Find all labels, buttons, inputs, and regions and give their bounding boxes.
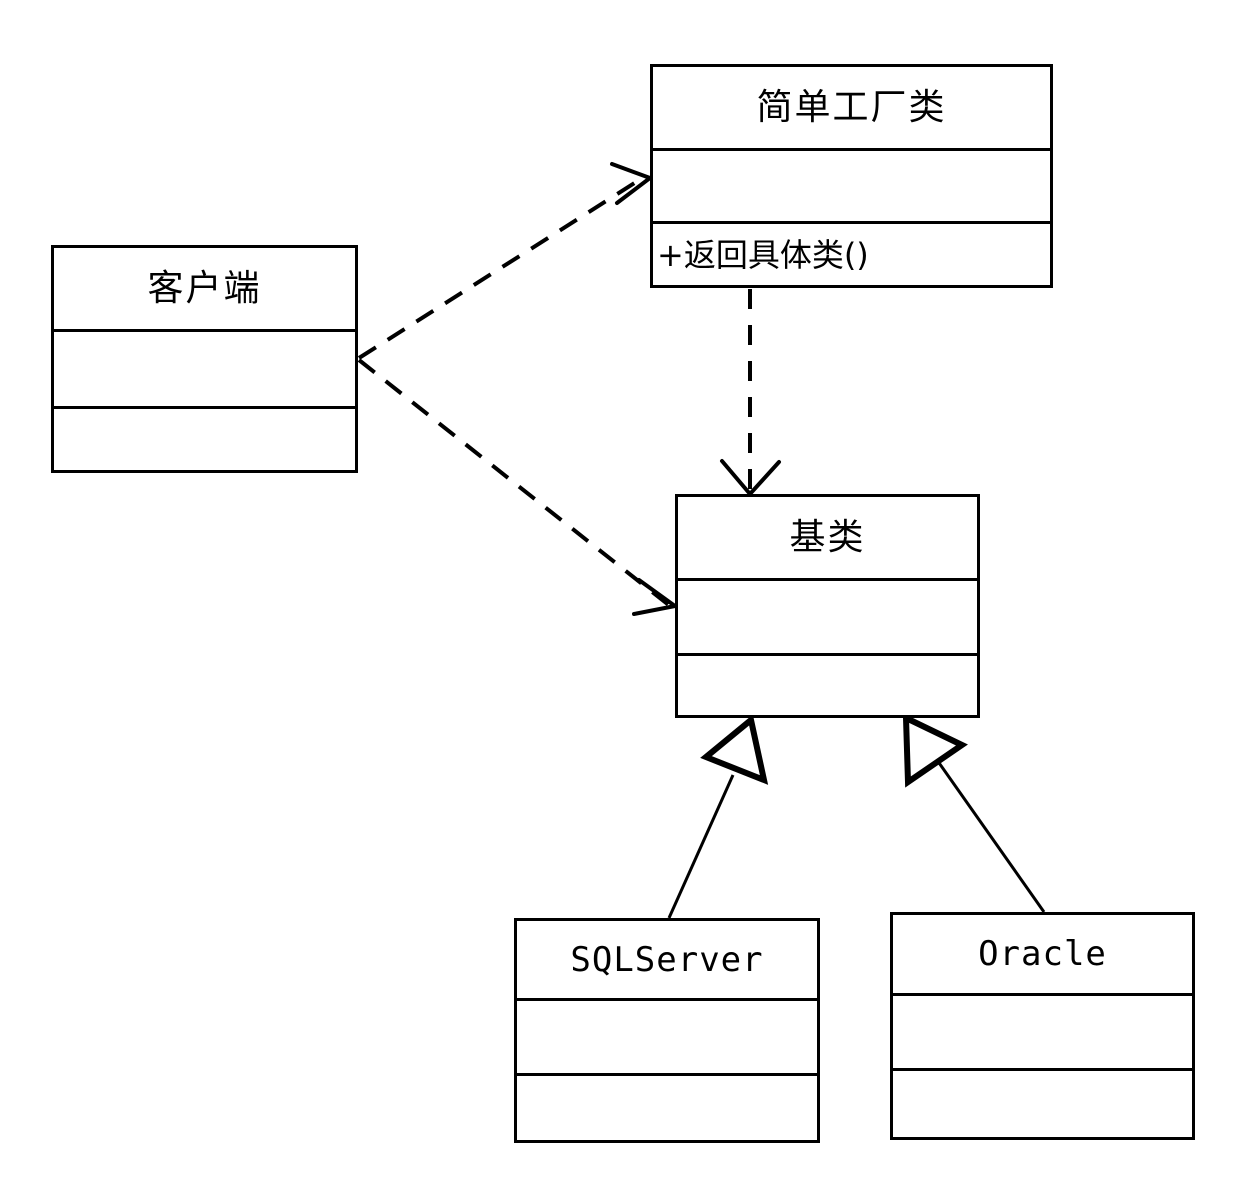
generalization-line-oracle xyxy=(935,759,1046,913)
class-box-oracle[interactable]: Oracle xyxy=(890,912,1195,1140)
class-box-base-class[interactable]: 基类 xyxy=(675,494,980,718)
class-box-simple-factory[interactable]: 简单工厂类 +返回具体类() xyxy=(650,64,1053,288)
open-arrowhead-factory-base xyxy=(720,459,781,498)
class-name-client: 客户端 xyxy=(147,267,262,309)
class-name-oracle: Oracle xyxy=(978,934,1107,974)
class-attributes-compartment-client xyxy=(54,329,355,406)
class-name-simple-factory: 简单工厂类 xyxy=(756,86,947,128)
class-methods-compartment-sqlserver xyxy=(517,1073,817,1140)
class-attributes-compartment-simple-factory xyxy=(653,148,1050,221)
edge-client-uses-factory xyxy=(357,162,655,360)
class-attributes-compartment-oracle xyxy=(893,993,1192,1068)
class-name-compartment-base-class: 基类 xyxy=(678,497,977,578)
class-name-compartment-oracle: Oracle xyxy=(893,915,1192,993)
edge-oracle-inherits-base xyxy=(902,713,1046,913)
class-methods-compartment-base-class xyxy=(678,653,977,715)
class-methods-compartment-simple-factory: +返回具体类() xyxy=(653,221,1050,285)
class-methods-compartment-client xyxy=(54,406,355,470)
edge-factory-creates-base xyxy=(720,289,781,498)
class-name-compartment-simple-factory: 简单工厂类 xyxy=(653,67,1050,148)
class-name-compartment-client: 客户端 xyxy=(54,248,355,329)
class-attributes-compartment-sqlserver xyxy=(517,998,817,1073)
class-name-base-class: 基类 xyxy=(789,516,866,558)
class-method-return-concrete-class: +返回具体类() xyxy=(657,235,869,274)
class-box-sqlserver[interactable]: SQLServer xyxy=(514,918,820,1143)
edge-sqlserver-inherits-base xyxy=(667,714,769,919)
dependency-line-client-factory xyxy=(357,175,646,360)
hollow-triangle-oracle xyxy=(902,713,968,788)
open-arrowhead-at-factory xyxy=(610,162,655,205)
open-arrowhead-at-base xyxy=(632,578,680,616)
class-box-client[interactable]: 客户端 xyxy=(51,245,358,473)
dependency-line-client-base xyxy=(357,358,672,608)
class-attributes-compartment-base-class xyxy=(678,578,977,653)
edge-client-uses-base xyxy=(357,358,680,616)
class-name-compartment-sqlserver: SQLServer xyxy=(517,921,817,998)
hollow-triangle-sqlserver xyxy=(700,714,769,785)
class-name-sqlserver: SQLServer xyxy=(570,939,764,980)
generalization-line-sqlserver xyxy=(667,774,735,919)
class-methods-compartment-oracle xyxy=(893,1068,1192,1137)
